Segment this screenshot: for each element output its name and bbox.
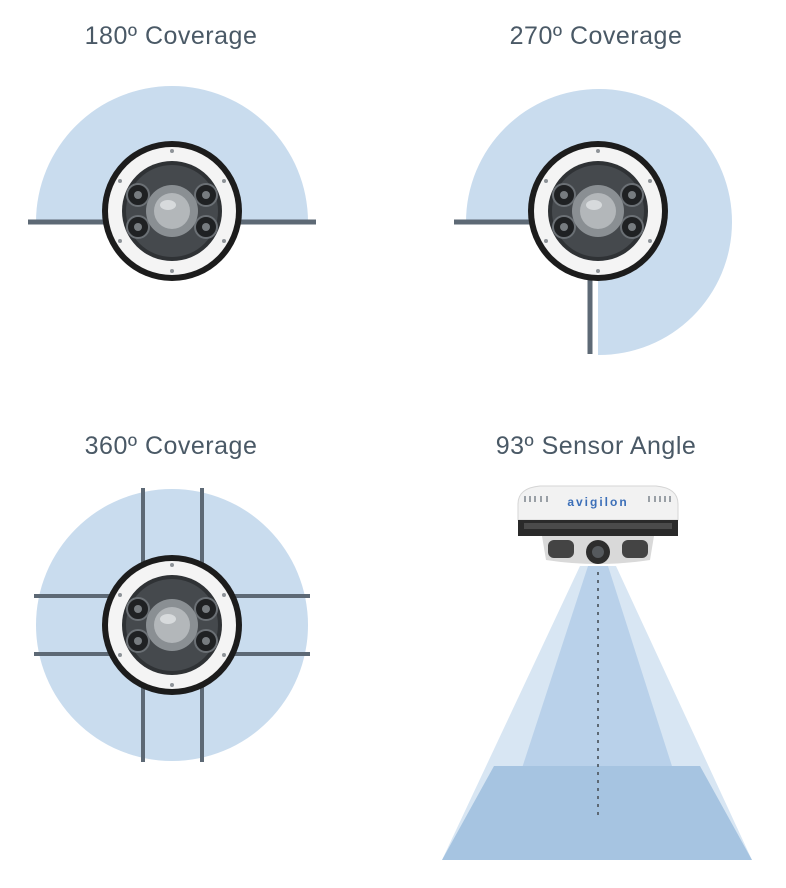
ring-screw <box>118 653 122 657</box>
ring-screw <box>544 239 548 243</box>
camera-lens-glass <box>628 191 636 199</box>
title-93-sensor-angle: 93º Sensor Angle <box>495 432 697 460</box>
ring-screw <box>648 239 652 243</box>
ring-screw <box>170 563 174 567</box>
camera-top-view <box>102 141 242 281</box>
ring-screw <box>170 269 174 273</box>
camera-side-view: avigilon <box>517 485 679 564</box>
camera-lens-glass <box>202 637 210 645</box>
camera-brand-logo: avigilon <box>567 495 628 509</box>
ring-screw <box>222 179 226 183</box>
ring-screw <box>118 179 122 183</box>
camera-lens-glass <box>134 605 142 613</box>
ring-screw <box>222 653 226 657</box>
title-180-coverage: 180º Coverage <box>84 22 258 50</box>
ring-screw <box>222 593 226 597</box>
lens-highlight <box>160 614 176 624</box>
title-360-coverage: 360º Coverage <box>84 432 258 460</box>
camera-center-lens-glass <box>154 193 190 229</box>
ring-screw <box>648 179 652 183</box>
lens-highlight <box>586 200 602 210</box>
camera-lens-glass <box>202 191 210 199</box>
ring-screw <box>596 149 600 153</box>
ring-screw <box>544 179 548 183</box>
ring-screw <box>596 269 600 273</box>
diagram-180-coverage <box>28 86 316 281</box>
camera-top-view <box>528 141 668 281</box>
title-270-coverage: 270º Coverage <box>509 22 683 50</box>
camera-lens-glass <box>134 223 142 231</box>
camera-top-view <box>102 555 242 695</box>
camera-lens-glass <box>202 605 210 613</box>
camera-lens-glass <box>202 223 210 231</box>
ring-screw <box>170 149 174 153</box>
camera-lens-glass <box>628 223 636 231</box>
ring-screw <box>118 239 122 243</box>
camera-lens-glass <box>134 191 142 199</box>
ring-screw <box>118 593 122 597</box>
lens-highlight <box>160 200 176 210</box>
camera-lens-glass <box>560 223 568 231</box>
diagram-360-coverage <box>34 488 310 762</box>
camera-center-lens-glass <box>580 193 616 229</box>
camera-lens-glass <box>560 191 568 199</box>
ring-screw <box>222 239 226 243</box>
camera-lens-glass <box>134 637 142 645</box>
diagram-93-sensor-angle: avigilon <box>442 485 752 860</box>
diagram-270-coverage <box>454 89 732 356</box>
ring-screw <box>170 683 174 687</box>
camera-center-lens-glass <box>154 607 190 643</box>
